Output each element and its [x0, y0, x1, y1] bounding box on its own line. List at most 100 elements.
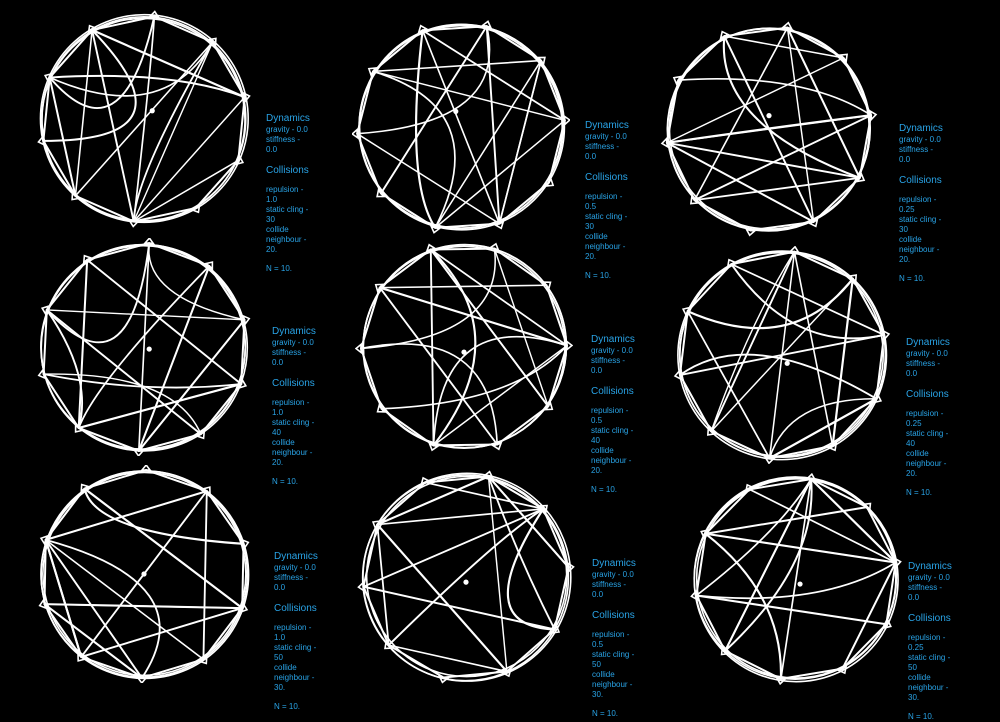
outline-segment [678, 374, 713, 433]
outline-segment [145, 469, 208, 493]
outline-segment [678, 310, 689, 377]
outline-segment [387, 644, 445, 679]
outline-segment [768, 444, 834, 460]
chord-stroke [434, 119, 566, 229]
chord-stroke [723, 35, 845, 59]
parameters-label-4: Dynamics gravity - 0.0 stiffness - 0.0 C… [272, 326, 316, 487]
outline-segment [83, 469, 148, 490]
gravity-value: gravity - 0.0 [592, 570, 634, 579]
chord-stroke [379, 25, 488, 195]
outline-segment [493, 247, 548, 287]
outline-segment [842, 56, 873, 117]
chord-stroke [42, 29, 137, 142]
outline-segment [42, 139, 77, 197]
outline-segment [730, 250, 796, 266]
n-value: N = 10. [274, 702, 301, 711]
parameters-label-8: Dynamics gravity - 0.0 stiffness - 0.0 C… [592, 558, 636, 719]
n-value: N = 10. [906, 488, 933, 497]
collide-neighbour-value: collide neighbour - 20. [899, 235, 940, 264]
outline-segment [199, 383, 243, 436]
dynamics-heading: Dynamics [266, 113, 310, 124]
outline-segment [241, 542, 245, 610]
chord-stroke [362, 585, 556, 631]
outline-segment [693, 199, 752, 232]
ring-stroke [666, 27, 871, 232]
chord-stroke [132, 41, 214, 223]
chord-stroke [379, 284, 548, 289]
vertex-pinch [438, 675, 450, 684]
chord-stroke [83, 487, 245, 545]
chord-stroke [44, 538, 83, 658]
outline-segment [42, 308, 48, 376]
chord-stroke [77, 382, 243, 430]
chord-stroke [677, 78, 872, 117]
chord-stroke [695, 478, 812, 597]
chord-stroke [132, 41, 214, 223]
outline-segment [42, 373, 80, 429]
outline-segment [356, 132, 382, 195]
ring-stroke [41, 16, 247, 222]
vertex-pinch [545, 177, 555, 187]
repulsion-value: repulsion - 0.5 [591, 406, 629, 425]
outline-segment [148, 242, 211, 268]
outline-segment [48, 29, 94, 79]
string-figure-svg [690, 472, 902, 686]
outline-segment [356, 70, 375, 135]
outline-segment [786, 26, 845, 59]
outline-segment [542, 507, 570, 569]
n-value: N = 10. [585, 271, 612, 280]
center-dot [149, 108, 155, 114]
chord-stroke [372, 70, 566, 122]
chord-stroke [360, 247, 496, 350]
chord-stroke [487, 475, 508, 673]
outline-segment [74, 194, 135, 223]
outline-segment [748, 478, 813, 491]
outline-segment [86, 242, 151, 261]
outline-segment [360, 286, 381, 350]
chord-stroke [74, 41, 214, 197]
collisions-heading: Collisions [274, 603, 317, 614]
gravity-value: gravity - 0.0 [908, 573, 950, 582]
string-figure-8 [357, 468, 575, 686]
n-value: N = 10. [592, 709, 619, 718]
ring-stroke [361, 474, 570, 682]
outline-segment [686, 263, 733, 313]
center-dot [146, 346, 152, 352]
string-figure-3 [660, 20, 878, 238]
center-dot [784, 360, 790, 366]
outline-segment [498, 181, 550, 225]
outline-segment [831, 397, 878, 447]
outline-segment [91, 15, 156, 32]
collide-neighbour-value: collide neighbour - 30. [274, 663, 315, 692]
vertex-pinch [190, 204, 201, 214]
parameters-label-2: Dynamics gravity - 0.0 stiffness - 0.0 C… [585, 120, 629, 281]
dynamics-heading: Dynamics [591, 334, 635, 345]
outline-segment [547, 344, 568, 408]
chord-stroke [722, 35, 861, 179]
chord-stroke [44, 490, 208, 541]
n-value: N = 10. [908, 712, 935, 721]
static-cling-value: static cling - 30 [899, 215, 942, 234]
static-cling-value: static cling - 40 [591, 426, 634, 445]
outline-segment [208, 265, 246, 321]
outline-segment [710, 430, 771, 460]
gravity-value: gravity - 0.0 [906, 349, 948, 358]
chord-stroke [693, 26, 789, 201]
chord-stroke [429, 248, 568, 347]
string-figure-1 [35, 10, 253, 228]
chord-stroke [43, 603, 244, 609]
outline-segment [677, 35, 726, 82]
gravity-value: gravity - 0.0 [272, 338, 314, 347]
outline-segment [810, 478, 868, 509]
n-value: N = 10. [899, 274, 926, 283]
outline-segment [875, 333, 886, 400]
string-figure-svg [660, 21, 878, 237]
repulsion-value: repulsion - 0.25 [906, 409, 944, 428]
chord-stroke [421, 29, 566, 122]
chord-stroke [380, 344, 568, 410]
string-figure-9 [687, 470, 905, 688]
center-dot [797, 581, 803, 587]
chord-stroke [45, 309, 84, 429]
chord-stroke [704, 532, 782, 680]
chord-stroke [376, 523, 390, 646]
